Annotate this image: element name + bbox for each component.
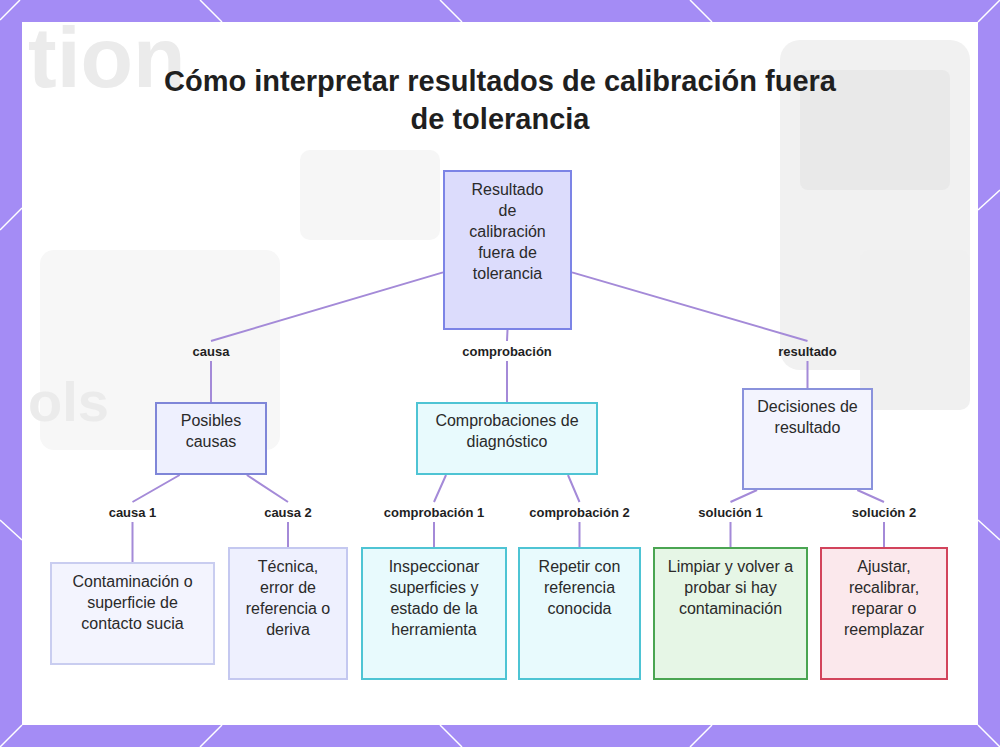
category-box: Comprobaciones de diagnóstico (416, 402, 598, 475)
white-panel (22, 22, 978, 725)
tree-connector (211, 272, 443, 402)
edge-label: comprobación (462, 344, 552, 359)
check-box: Inspeccionar superficies y estado de la … (361, 547, 507, 680)
edge-label: comprobación 1 (384, 505, 484, 520)
tree-connector (506, 330, 509, 402)
node-text: Comprobaciones de diagnóstico (426, 410, 588, 452)
cause-box: Técnica, error de referencia o deriva (228, 547, 348, 680)
tree-connector (572, 272, 808, 388)
check-box: Repetir con referencia conocida (518, 547, 641, 680)
watermark-text: tion (28, 8, 186, 107)
solution-box: Limpiar y volver a probar si hay contami… (653, 547, 808, 680)
watermark-text: ols (28, 370, 109, 434)
node-text: Ajustar, recalibrar, reparar o reemplaza… (832, 556, 936, 640)
root-box: Resultado de calibración fuera de tolera… (443, 170, 572, 330)
edge-label: causa (193, 344, 230, 359)
edge-label: solución 2 (852, 505, 916, 520)
diagram-title: Cómo interpretar resultados de calibraci… (150, 62, 850, 138)
edge-label: causa 2 (264, 505, 312, 520)
node-text: Limpiar y volver a probar si hay contami… (663, 556, 798, 619)
node-text: Inspeccionar superficies y estado de la … (371, 556, 497, 640)
solution-box: Ajustar, recalibrar, reparar o reemplaza… (820, 547, 948, 680)
node-text: Resultado de calibración fuera de tolera… (461, 179, 554, 284)
cause-box: Contaminación o superficie de contacto s… (50, 562, 215, 665)
edge-label: solución 1 (698, 505, 762, 520)
category-box: Decisiones de resultado (742, 388, 873, 490)
node-text: Repetir con referencia conocida (532, 556, 627, 619)
node-text: Decisiones de resultado (754, 396, 861, 438)
edge-label: comprobación 2 (529, 505, 629, 520)
node-text: Posibles causas (165, 410, 257, 452)
edge-label: resultado (778, 344, 837, 359)
edge-label: causa 1 (109, 505, 157, 520)
category-box: Posibles causas (155, 402, 267, 475)
node-text: Contaminación o superficie de contacto s… (60, 571, 205, 634)
node-text: Técnica, error de referencia o deriva (242, 556, 334, 640)
